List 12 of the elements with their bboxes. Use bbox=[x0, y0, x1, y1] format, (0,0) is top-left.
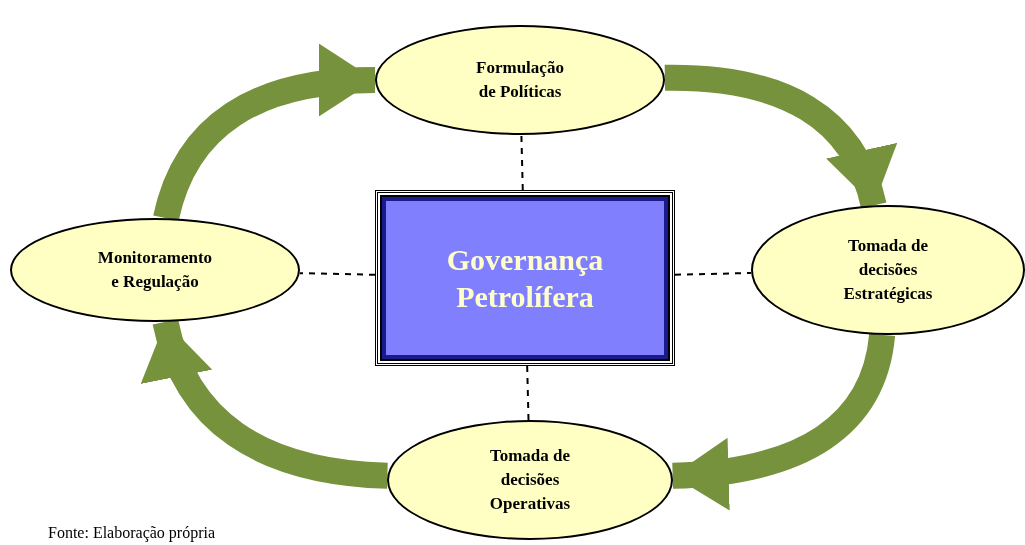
ellipse-label: Tomada de decisões Estratégicas bbox=[842, 235, 934, 305]
curved-arrow bbox=[671, 332, 895, 509]
caption: Fonte: Elaboração própria bbox=[48, 524, 216, 542]
box-title: Governança Petrolífera bbox=[445, 241, 605, 315]
dashed-connector bbox=[526, 365, 530, 421]
dashed-connector bbox=[520, 134, 524, 191]
title-box bbox=[375, 190, 675, 366]
dashed-connector bbox=[674, 272, 753, 276]
ellipse-label: Formulação de Políticas bbox=[475, 57, 565, 103]
ellipse-label: Tomada de decisões Operativas bbox=[488, 445, 572, 515]
ellipse-label: Monitoramento e Regulação bbox=[96, 247, 214, 293]
dashed-connector bbox=[298, 272, 376, 276]
